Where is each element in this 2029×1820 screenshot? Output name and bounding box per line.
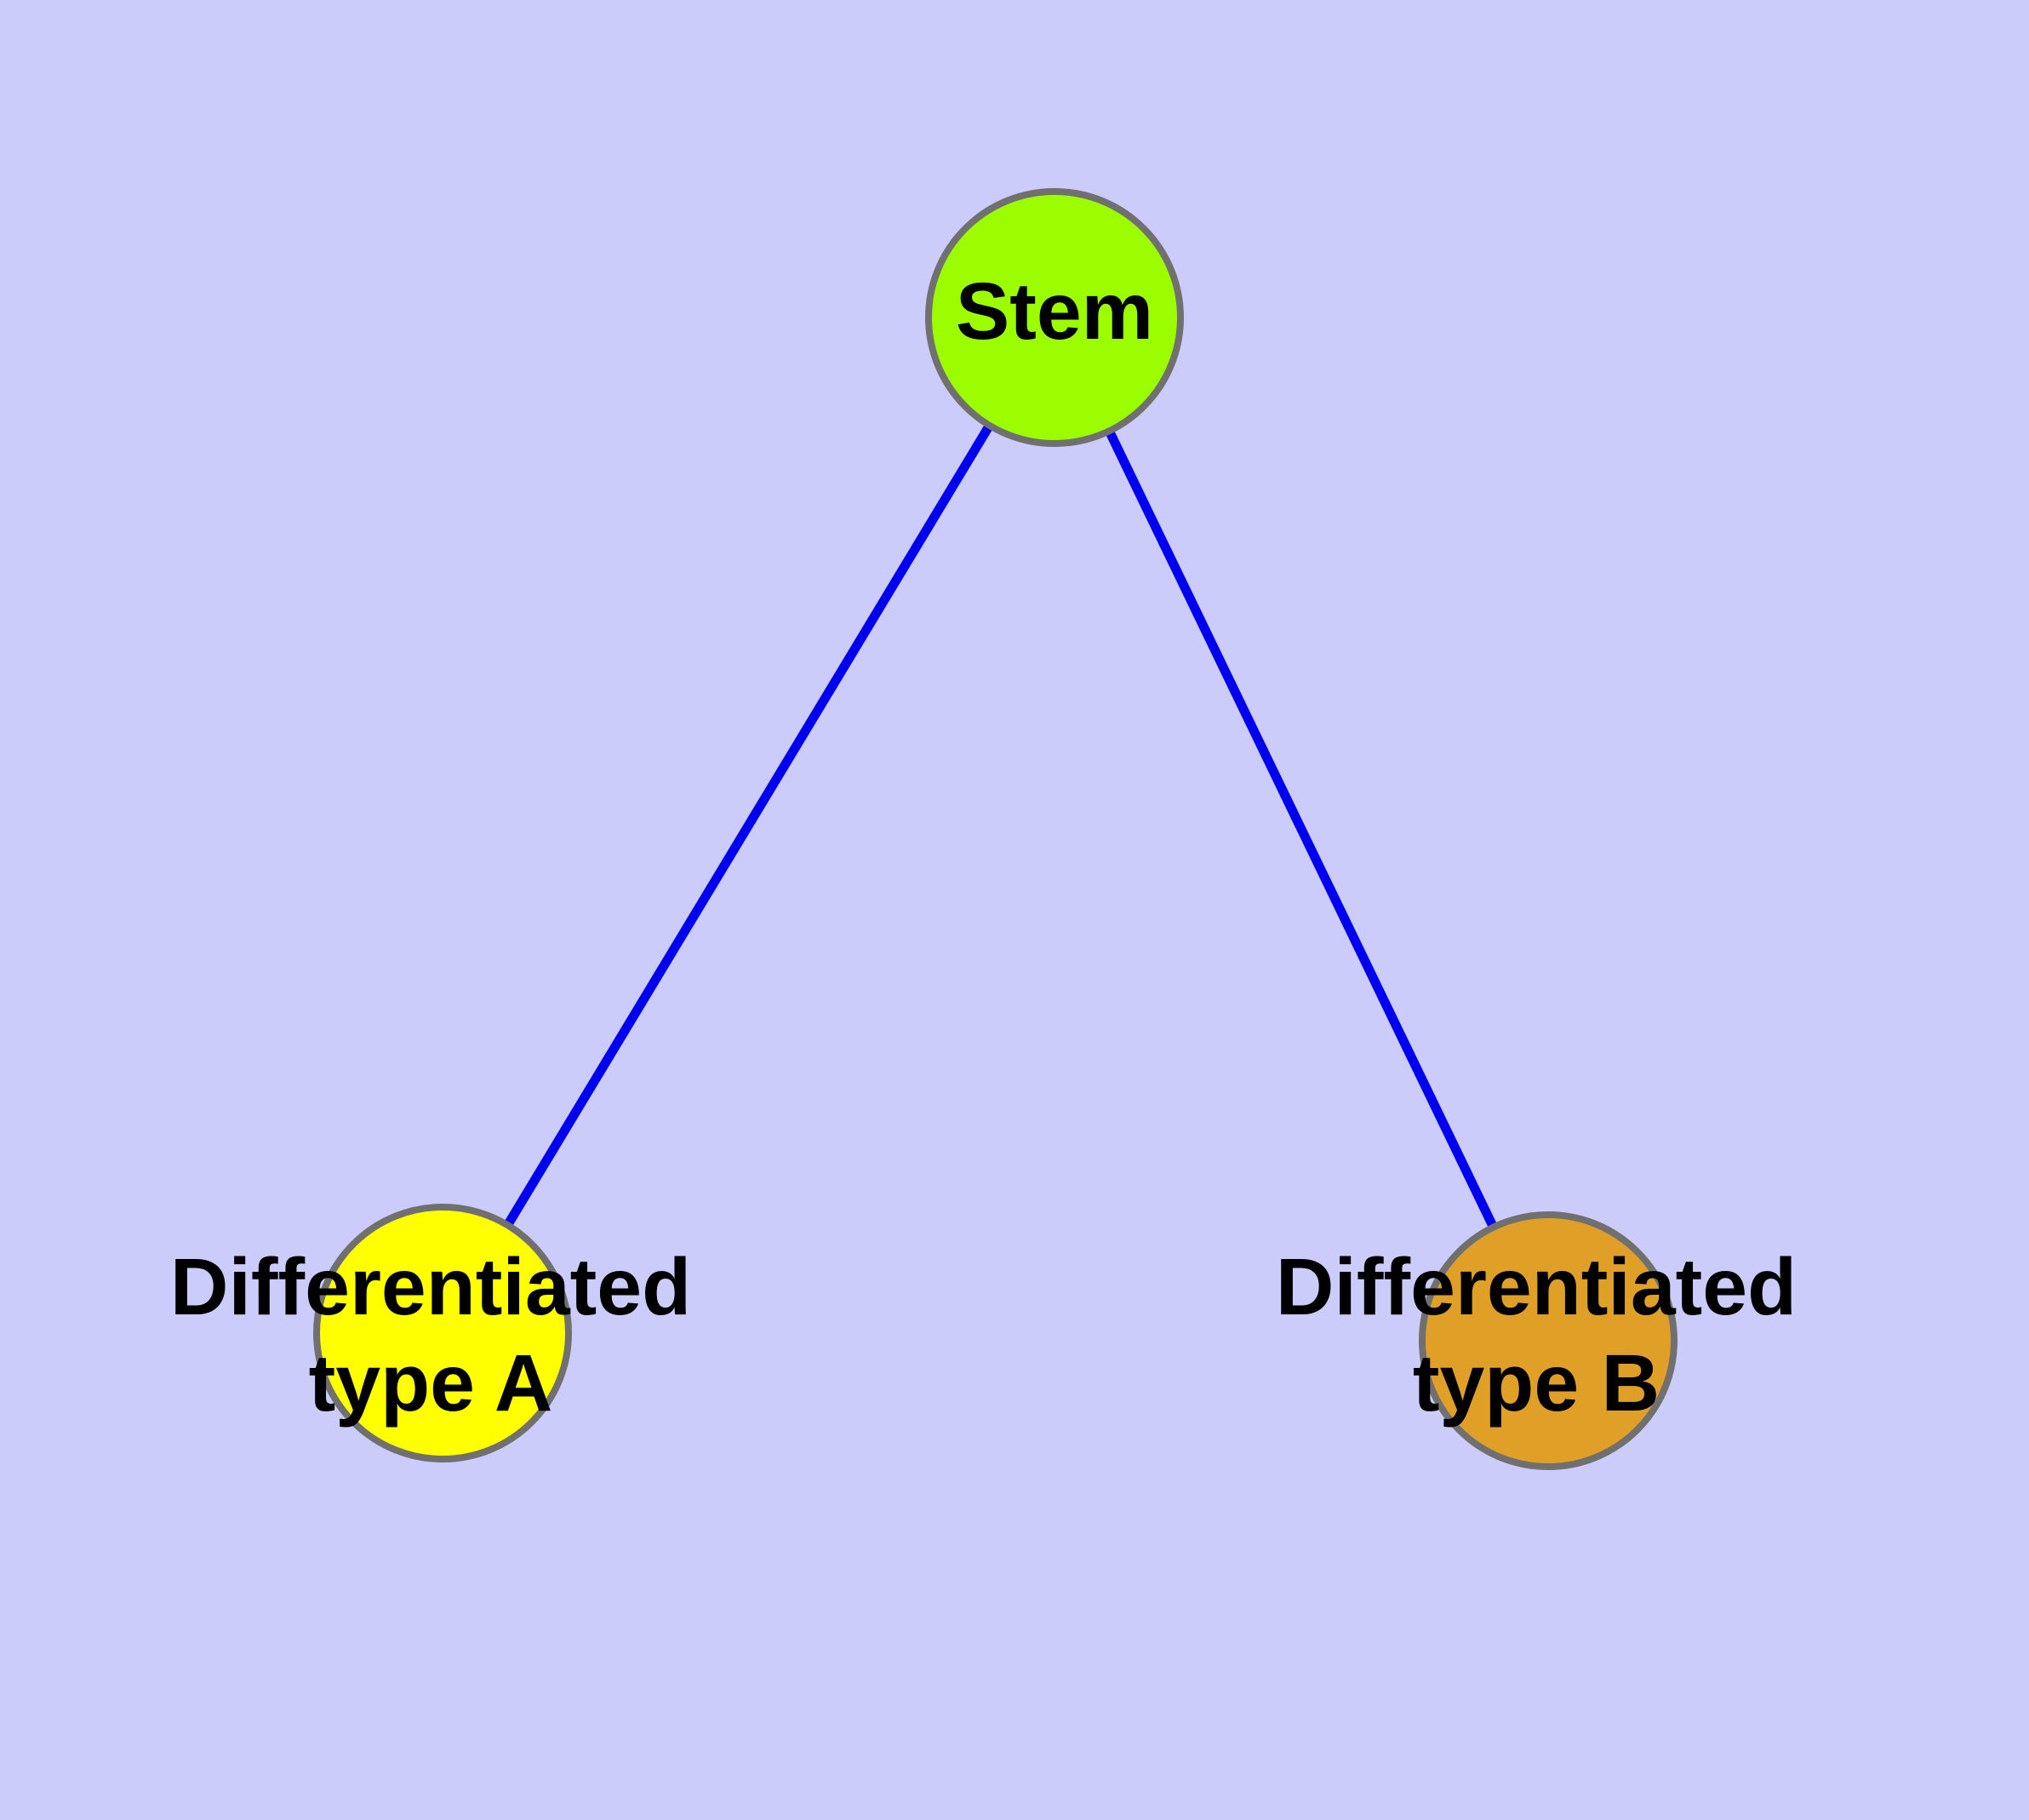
node-differentiated-type-a[interactable]	[313, 1204, 572, 1462]
edge-layer	[438, 315, 1552, 1343]
node-differentiated-type-a-label: Differentiated type A	[170, 1242, 691, 1428]
node-stem-label: Stem	[956, 266, 1153, 357]
node-layer	[313, 188, 1677, 1470]
edge-stem-to-differentiated-type-b[interactable]	[1050, 315, 1552, 1343]
label-layer: Stem Differentiated type A Differentiate…	[170, 266, 1797, 1428]
node-differentiated-type-b-circle[interactable]	[1419, 1211, 1677, 1470]
node-stem-circle[interactable]	[925, 188, 1184, 447]
node-differentiated-type-b-label-line-1: Differentiated	[1276, 1242, 1797, 1332]
node-differentiated-type-b-label: Differentiated type B	[1276, 1242, 1797, 1428]
node-differentiated-type-a-label-line-1: Differentiated	[170, 1242, 691, 1332]
node-differentiated-type-b[interactable]	[1419, 1211, 1677, 1470]
node-differentiated-type-b-label-line-2: type B	[1413, 1338, 1660, 1428]
node-stem[interactable]	[925, 188, 1184, 447]
edge-stem-to-differentiated-type-a[interactable]	[438, 315, 1059, 1336]
node-differentiated-type-a-label-line-2: type A	[309, 1338, 553, 1428]
node-differentiated-type-a-circle[interactable]	[313, 1204, 572, 1462]
